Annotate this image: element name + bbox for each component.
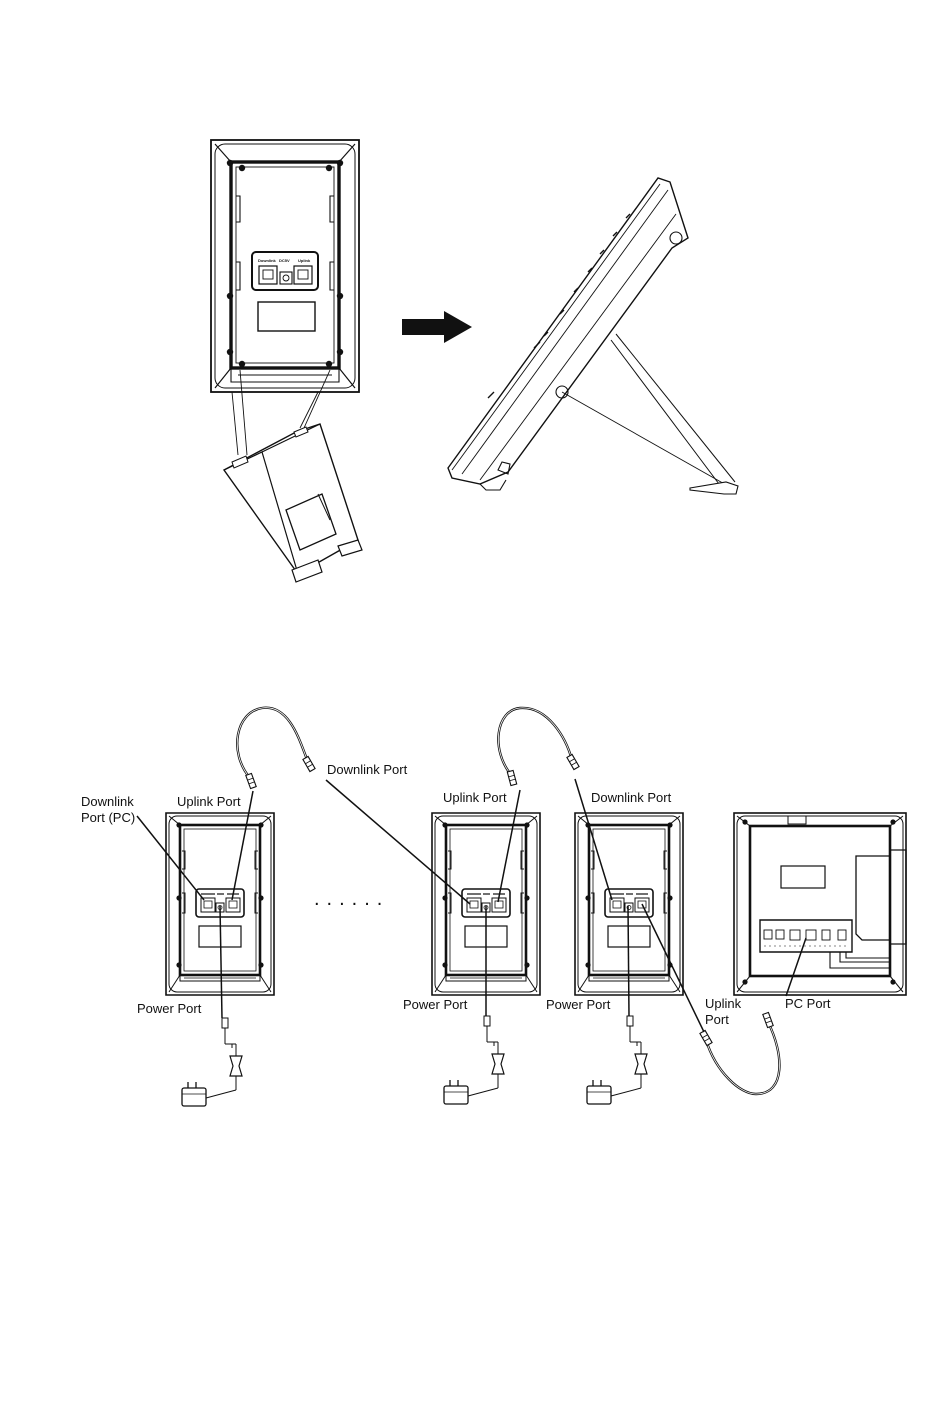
stand-detached	[224, 370, 362, 582]
ellipsis-more-modules: ......	[314, 888, 389, 911]
label-uplink-port-3: Uplink Port	[705, 996, 741, 1028]
power-adapter-3	[587, 1016, 647, 1104]
label-downlink-port-pc: Downlink Port (PC)	[81, 794, 135, 826]
expansion-module-1	[166, 813, 274, 995]
panel-label-downlink: Downlink	[258, 258, 277, 263]
label-power-port-2: Power Port	[403, 997, 467, 1013]
power-adapter-1	[182, 1018, 242, 1106]
expansion-module-side-view	[448, 178, 738, 494]
panel-label-uplink: Uplink	[298, 258, 311, 263]
panel-label-power: DC5V	[279, 258, 290, 263]
label-downlink-port-2: Downlink Port	[591, 790, 671, 806]
label-power-port-3: Power Port	[546, 997, 610, 1013]
label-uplink-port-2: Uplink Port	[443, 790, 507, 806]
label-downlink-port-1: Downlink Port	[327, 762, 407, 778]
label-power-port-1: Power Port	[137, 1001, 201, 1017]
label-pc-port: PC Port	[785, 996, 831, 1012]
label-uplink-port-1: Uplink Port	[177, 794, 241, 810]
ip-phone-back	[734, 813, 906, 995]
power-adapter-2	[444, 1016, 504, 1104]
expansion-module-back-large: Downlink DC5V Uplink	[211, 140, 359, 392]
arrow-icon	[402, 311, 472, 343]
